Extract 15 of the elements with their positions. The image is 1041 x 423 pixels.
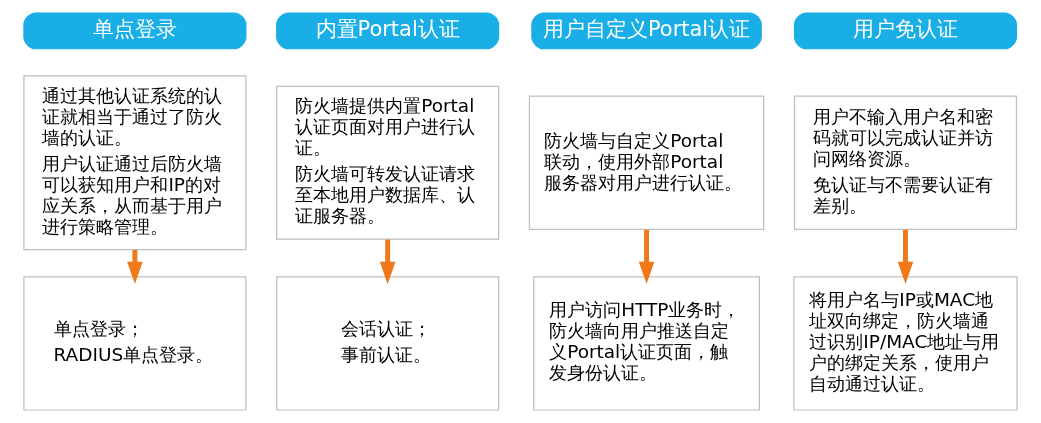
node-box: 单点登录； RADIUS单点登录。 (23, 276, 247, 411)
node-box: 内置Portal认证 (276, 12, 500, 50)
node-box: 防火墙提供内置Portal认证页面对用户进行认证。 防火墙可转发认证请求至本地用户数据库、认证服务器。 (276, 85, 500, 240)
node-box: 用户访问HTTP业务时，防火墙向用户推送自定义Portal认证页面，触发身份认证。 (533, 276, 760, 411)
node-box: 将用户名与IP或MAC地址双向绑定，防火墙通过识别IP/MAC地址与用户的绑定关系，使用户自动通过认证。 (793, 276, 1018, 411)
arrow (897, 229, 914, 285)
node-box: 用户不输入用户名和密码就可以完成认证并访问网络资源。 免认证与不需要认证有差别。 (793, 95, 1018, 230)
node-box: 单点登录 (23, 12, 247, 50)
node-box: 防火墙与自定义Portal联动，使用外部Portal服务器对用户进行认证。 (528, 95, 765, 230)
node-box: 通过其他认证系统的认证就相当于通过了防火墙的认证。 用户认证通过后防火墙可以获知用户和IP的对应关系，从而基于用户进行策略管理。 (23, 75, 247, 251)
node-box: 用户免认证 (793, 12, 1018, 50)
node-box: 会话认证； 事前认证。 (276, 276, 500, 411)
arrow (379, 239, 396, 285)
arrow (638, 229, 655, 285)
node-box: 用户自定义Portal认证 (531, 12, 762, 50)
